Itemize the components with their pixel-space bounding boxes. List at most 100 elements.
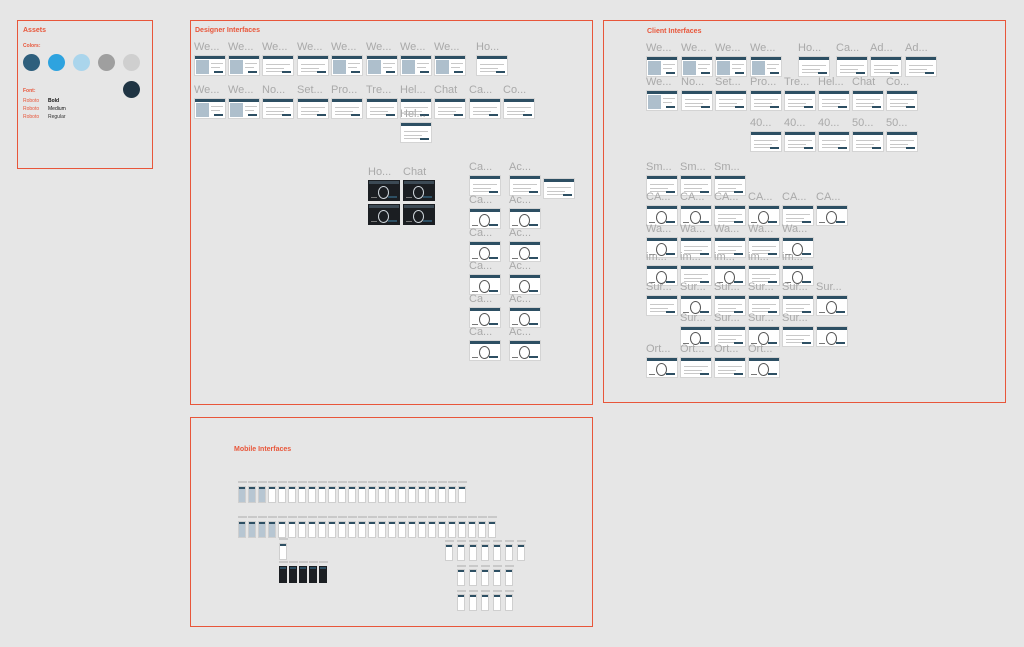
mobile-artboard-thumbnail[interactable] [358,486,366,503]
artboard-thumbnail[interactable] [469,241,501,262]
artboard-thumbnail[interactable] [509,175,541,196]
artboard-thumbnail[interactable] [194,98,226,119]
color-swatch-5[interactable] [123,54,140,71]
artboard-thumbnail[interactable] [680,265,712,286]
artboard-thumbnail[interactable] [714,205,746,226]
artboard-thumbnail[interactable] [816,326,848,347]
artboard-thumbnail[interactable] [331,98,363,119]
mobile-artboard-thumbnail[interactable] [457,594,465,611]
artboard-thumbnail[interactable] [782,295,814,316]
artboard-thumbnail[interactable] [469,307,501,328]
artboard-thumbnail[interactable] [816,295,848,316]
mobile-artboard-thumbnail[interactable] [309,566,317,583]
mobile-artboard-thumbnail[interactable] [445,544,453,561]
color-swatch-4[interactable] [98,54,115,71]
mobile-artboard-thumbnail[interactable] [428,521,436,538]
mobile-artboard-thumbnail[interactable] [505,569,513,586]
artboard-thumbnail[interactable] [403,204,435,225]
mobile-artboard-thumbnail[interactable] [288,486,296,503]
mobile-artboard-thumbnail[interactable] [338,521,346,538]
artboard-thumbnail[interactable] [836,56,868,77]
mobile-artboard-thumbnail[interactable] [458,521,466,538]
artboard-thumbnail[interactable] [748,205,780,226]
mobile-artboard-thumbnail[interactable] [448,521,456,538]
artboard-thumbnail[interactable] [886,131,918,152]
mobile-artboard-thumbnail[interactable] [481,544,489,561]
artboard-thumbnail[interactable] [750,131,782,152]
mobile-artboard-thumbnail[interactable] [378,486,386,503]
mobile-artboard-thumbnail[interactable] [469,569,477,586]
artboard-thumbnail[interactable] [681,90,713,111]
artboard-thumbnail[interactable] [680,295,712,316]
artboard-thumbnail[interactable] [366,55,398,76]
mobile-artboard-thumbnail[interactable] [493,594,501,611]
artboard-thumbnail[interactable] [714,265,746,286]
mobile-artboard-thumbnail[interactable] [278,521,286,538]
mobile-artboard-thumbnail[interactable] [348,486,356,503]
artboard-thumbnail[interactable] [228,98,260,119]
artboard-thumbnail[interactable] [782,265,814,286]
artboard-thumbnail[interactable] [434,98,466,119]
artboard-thumbnail[interactable] [852,90,884,111]
artboard-thumbnail[interactable] [886,90,918,111]
color-swatch-1[interactable] [23,54,40,71]
mobile-artboard-thumbnail[interactable] [258,486,266,503]
artboard-thumbnail[interactable] [543,178,575,199]
mobile-artboard-thumbnail[interactable] [298,521,306,538]
mobile-artboard-thumbnail[interactable] [358,521,366,538]
mobile-artboard-thumbnail[interactable] [258,521,266,538]
artboard-thumbnail[interactable] [194,55,226,76]
artboard-thumbnail[interactable] [646,175,678,196]
artboard-thumbnail[interactable] [469,208,501,229]
artboard-thumbnail[interactable] [476,55,508,76]
artboard-thumbnail[interactable] [297,55,329,76]
artboard-thumbnail[interactable] [784,90,816,111]
mobile-artboard-thumbnail[interactable] [481,594,489,611]
artboard-thumbnail[interactable] [680,326,712,347]
mobile-artboard-thumbnail[interactable] [348,521,356,538]
mobile-artboard-thumbnail[interactable] [298,486,306,503]
mobile-artboard-thumbnail[interactable] [338,486,346,503]
artboard-thumbnail[interactable] [870,56,902,77]
artboard-thumbnail[interactable] [509,208,541,229]
color-swatch-2[interactable] [48,54,65,71]
artboard-thumbnail[interactable] [262,98,294,119]
artboard-thumbnail[interactable] [714,175,746,196]
mobile-artboard-thumbnail[interactable] [398,486,406,503]
artboard-thumbnail[interactable] [646,357,678,378]
mobile-artboard-thumbnail[interactable] [438,521,446,538]
artboard-thumbnail[interactable] [680,237,712,258]
mobile-artboard-thumbnail[interactable] [448,486,456,503]
artboard-thumbnail[interactable] [750,90,782,111]
mobile-artboard-thumbnail[interactable] [238,521,246,538]
artboard-thumbnail[interactable] [434,55,466,76]
artboard-thumbnail[interactable] [782,205,814,226]
artboard-thumbnail[interactable] [680,205,712,226]
artboard-thumbnail[interactable] [403,180,435,201]
artboard-thumbnail[interactable] [331,55,363,76]
artboard-thumbnail[interactable] [228,55,260,76]
artboard-thumbnail[interactable] [469,98,501,119]
artboard-thumbnail[interactable] [905,56,937,77]
mobile-artboard-thumbnail[interactable] [457,569,465,586]
artboard-thumbnail[interactable] [714,295,746,316]
mobile-artboard-thumbnail[interactable] [478,521,486,538]
artboard-thumbnail[interactable] [646,90,678,111]
artboard-thumbnail[interactable] [714,326,746,347]
artboard-thumbnail[interactable] [715,56,747,77]
artboard-thumbnail[interactable] [818,90,850,111]
mobile-artboard-thumbnail[interactable] [505,544,513,561]
mobile-artboard-thumbnail[interactable] [457,544,465,561]
mobile-artboard-thumbnail[interactable] [458,486,466,503]
mobile-artboard-thumbnail[interactable] [469,544,477,561]
mobile-artboard-thumbnail[interactable] [493,544,501,561]
mobile-artboard-thumbnail[interactable] [378,521,386,538]
artboard-thumbnail[interactable] [646,205,678,226]
mobile-artboard-thumbnail[interactable] [328,486,336,503]
artboard-thumbnail[interactable] [798,56,830,77]
artboard-thumbnail[interactable] [646,237,678,258]
mobile-artboard-thumbnail[interactable] [278,486,286,503]
artboard-thumbnail[interactable] [680,175,712,196]
mobile-artboard-thumbnail[interactable] [308,486,316,503]
mobile-artboard-thumbnail[interactable] [289,566,297,583]
